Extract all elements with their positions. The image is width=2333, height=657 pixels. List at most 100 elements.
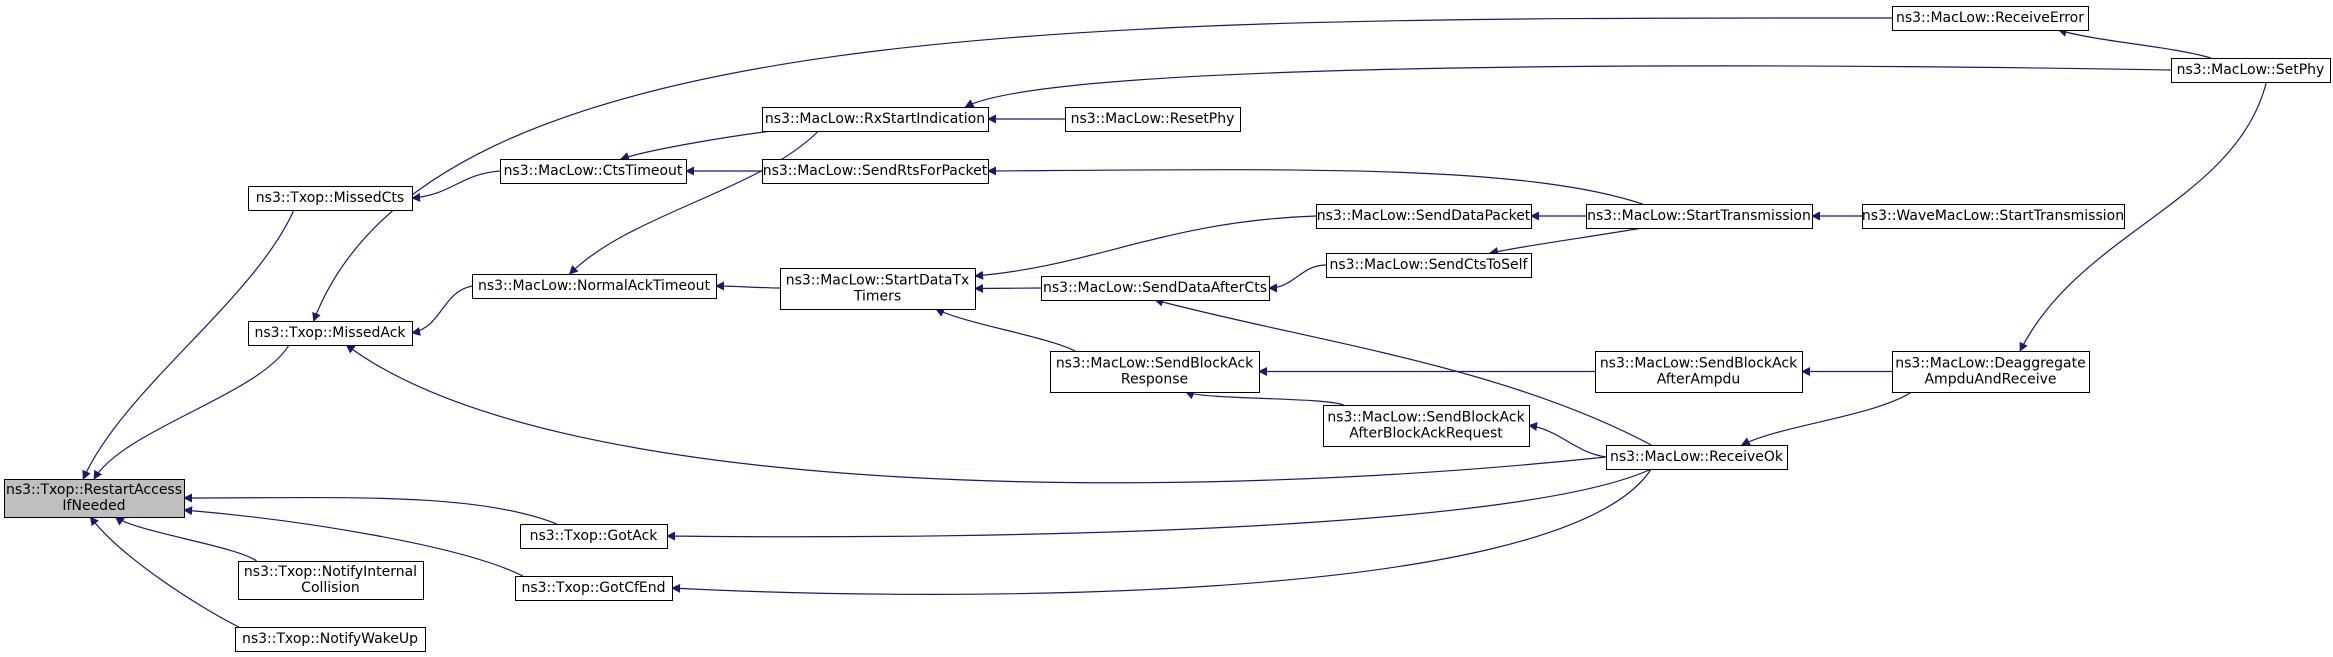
node-box <box>1041 276 1270 301</box>
edge-startTransmission-to-sendRtsForPacket <box>987 166 1643 205</box>
node-box <box>1606 445 1788 470</box>
edge-notifyInternal-to-root <box>114 516 257 562</box>
node-label: Timers <box>853 289 901 305</box>
node-box <box>248 186 413 211</box>
node-gotCfEnd[interactable]: ns3::Txop::GotCfEnd <box>515 576 673 601</box>
edge-setPhy-to-receiveError <box>2057 28 2211 59</box>
node-resetPhy[interactable]: ns3::MacLow::ResetPhy <box>1065 107 1241 132</box>
edge-sendDataPacket-to-startDataTxTimers <box>974 215 1317 280</box>
node-box <box>1892 6 2089 31</box>
node-setPhy[interactable]: ns3::MacLow::SetPhy <box>2171 58 2331 83</box>
node-label: ns3::Txop::GotAck <box>530 528 659 544</box>
node-box <box>762 159 989 184</box>
node-label: Collision <box>301 580 360 596</box>
node-sendRtsForPacket[interactable]: ns3::MacLow::SendRtsForPacket <box>762 159 989 184</box>
edge-startTransmission-to-sendCtsToSelf <box>1489 227 1643 256</box>
node-box <box>1862 204 2125 229</box>
edge-receiveOk-to-sendDataAfterCts <box>1154 297 1652 446</box>
node-box <box>1316 204 1532 229</box>
node-box <box>235 627 426 652</box>
node-box <box>500 159 687 184</box>
edge-setPhy-to-deaggregate <box>2019 81 2267 352</box>
node-label: ns3::Txop::GotCfEnd <box>521 580 665 596</box>
edge-sendCtsToSelf-to-sendDataAfterCts <box>1268 264 1327 293</box>
node-box <box>780 268 976 310</box>
node-label: AmpduAndReceive <box>1924 372 2056 388</box>
node-box <box>515 576 673 601</box>
node-label: ns3::MacLow::SendDataAfterCts <box>1043 280 1267 296</box>
node-label: ns3::MacLow::SendBlockAck <box>1327 410 1525 426</box>
node-box <box>248 321 413 346</box>
node-label: ns3::WaveMacLow::StartTransmission <box>1862 208 2124 224</box>
node-receiveError[interactable]: ns3::MacLow::ReceiveError <box>1892 6 2089 31</box>
node-startTransmission[interactable]: ns3::MacLow::StartTransmission <box>1586 204 1813 229</box>
node-label: ns3::MacLow::StartDataTx <box>786 273 970 289</box>
edge-ctsTimeout-to-missedCts <box>411 170 501 202</box>
node-box <box>1065 107 1241 132</box>
edge-receiveOk-to-sendBlockAckAfterBAR <box>1528 422 1607 458</box>
node-label: ns3::MacLow::Deaggregate <box>1895 356 2085 372</box>
node-box <box>238 561 424 600</box>
edge-startDataTxTimers-to-normalAckTimeout <box>715 281 781 291</box>
node-box <box>2171 58 2331 83</box>
node-box <box>4 479 185 518</box>
node-box <box>1586 204 1813 229</box>
node-sendCtsToSelf[interactable]: ns3::MacLow::SendCtsToSelf <box>1326 253 1532 278</box>
node-label: ns3::MacLow::SendCtsToSelf <box>1330 257 1529 273</box>
node-box <box>520 524 668 549</box>
edge-notifyWakeUp-to-root <box>89 516 240 628</box>
node-label: ns3::MacLow::SendBlockAck <box>1600 356 1798 372</box>
node-label: ns3::MacLow::CtsTimeout <box>504 163 683 179</box>
node-box <box>762 107 989 132</box>
node-label: ns3::MacLow::SendBlockAck <box>1056 356 1254 372</box>
edge-sendBlockAckAfterBAR-to-sendBlockAckResponse <box>1185 390 1344 406</box>
node-label: ns3::Txop::NotifyInternal <box>244 564 417 580</box>
node-label: ns3::MacLow::SendRtsForPacket <box>763 163 988 179</box>
node-notifyWakeUp[interactable]: ns3::Txop::NotifyWakeUp <box>235 627 426 652</box>
node-label: ns3::MacLow::RxStartIndication <box>765 111 985 127</box>
nodes: ns3::Txop::RestartAccessIfNeededns3::Txo… <box>4 6 2331 652</box>
node-sendDataAfterCts[interactable]: ns3::MacLow::SendDataAfterCts <box>1041 276 1270 301</box>
node-label: IfNeeded <box>62 498 125 514</box>
edge-rxStartIndication-to-normalAckTimeout <box>568 130 819 275</box>
node-waveStartTransmission[interactable]: ns3::WaveMacLow::StartTransmission <box>1862 204 2125 229</box>
edge-deaggregate-to-receiveOk <box>1740 391 1913 446</box>
node-missedCts[interactable]: ns3::Txop::MissedCts <box>248 186 413 211</box>
edge-receiveOk-to-gotCfEnd <box>671 468 1652 595</box>
edge-gotAck-to-root <box>183 493 557 525</box>
edge-rxStartIndication-to-ctsTimeout <box>620 130 773 161</box>
node-normalAckTimeout[interactable]: ns3::MacLow::NormalAckTimeout <box>472 274 717 299</box>
node-label: ns3::MacLow::ReceiveError <box>1896 10 2084 26</box>
node-label: ns3::Txop::MissedAck <box>255 325 407 341</box>
edge-gotCfEnd-to-root <box>183 506 524 577</box>
node-label: ns3::MacLow::StartTransmission <box>1587 208 1811 224</box>
node-rxStartIndication[interactable]: ns3::MacLow::RxStartIndication <box>762 107 989 132</box>
edge-missedCts-to-root <box>82 209 295 480</box>
node-box <box>1595 351 1803 393</box>
edge-sendDataAfterCts-to-startDataTxTimers <box>974 283 1042 293</box>
edge-missedAck-to-root <box>93 344 290 480</box>
edge-normalAckTimeout-to-missedAck <box>411 285 473 336</box>
edge-receiveOk-to-gotAck <box>666 468 1652 541</box>
node-label: ns3::Txop::NotifyWakeUp <box>242 631 418 647</box>
node-label: ns3::MacLow::SendDataPacket <box>1317 208 1531 224</box>
node-label: Response <box>1121 372 1188 388</box>
edges <box>82 17 2267 628</box>
node-label: ns3::MacLow::NormalAckTimeout <box>478 278 711 294</box>
node-sendBlockAckAfterBAR[interactable]: ns3::MacLow::SendBlockAckAfterBlockAckRe… <box>1323 405 1530 447</box>
node-receiveOk[interactable]: ns3::MacLow::ReceiveOk <box>1606 445 1788 470</box>
node-label: ns3::MacLow::SetPhy <box>2177 62 2325 78</box>
edge-sendBlockAckResponse-to-startDataTxTimers <box>935 308 1076 352</box>
node-ctsTimeout[interactable]: ns3::MacLow::CtsTimeout <box>500 159 687 184</box>
node-sendDataPacket[interactable]: ns3::MacLow::SendDataPacket <box>1316 204 1532 229</box>
node-label: AfterBlockAckRequest <box>1349 426 1503 442</box>
node-gotAck[interactable]: ns3::Txop::GotAck <box>520 524 668 549</box>
node-missedAck[interactable]: ns3::Txop::MissedAck <box>248 321 413 346</box>
edge-receiveOk-to-missedAck <box>345 344 1607 484</box>
